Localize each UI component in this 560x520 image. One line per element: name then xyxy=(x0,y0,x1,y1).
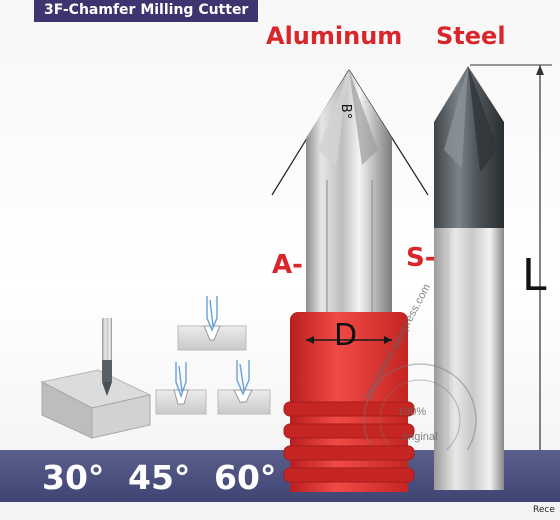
slot-block-45 xyxy=(177,296,247,351)
slot-block-30 xyxy=(155,362,207,415)
s-mark-label: S- xyxy=(406,243,436,273)
small-cutter-demo xyxy=(40,318,152,439)
product-title-badge: 3F-Chamfer Milling Cutter xyxy=(34,0,259,22)
angle-45: 45° xyxy=(128,458,191,497)
bottom-strip xyxy=(0,502,560,520)
angle-60: 60° xyxy=(214,458,277,497)
angle-30: 30° xyxy=(42,458,105,497)
watermark-original: original xyxy=(402,431,438,443)
aluminum-label: Aluminum xyxy=(266,22,403,50)
recent-label[interactable]: Rece xyxy=(533,505,555,515)
a-mark-label: A- xyxy=(272,250,303,280)
slot-block-60 xyxy=(217,360,271,415)
angle-b-label: B° xyxy=(338,103,354,120)
aluminum-cutter xyxy=(271,69,429,318)
length-label: L xyxy=(522,250,547,301)
diameter-label: D xyxy=(334,318,358,353)
watermark-percent: 100% xyxy=(398,406,427,418)
steel-label: Steel xyxy=(436,22,506,50)
